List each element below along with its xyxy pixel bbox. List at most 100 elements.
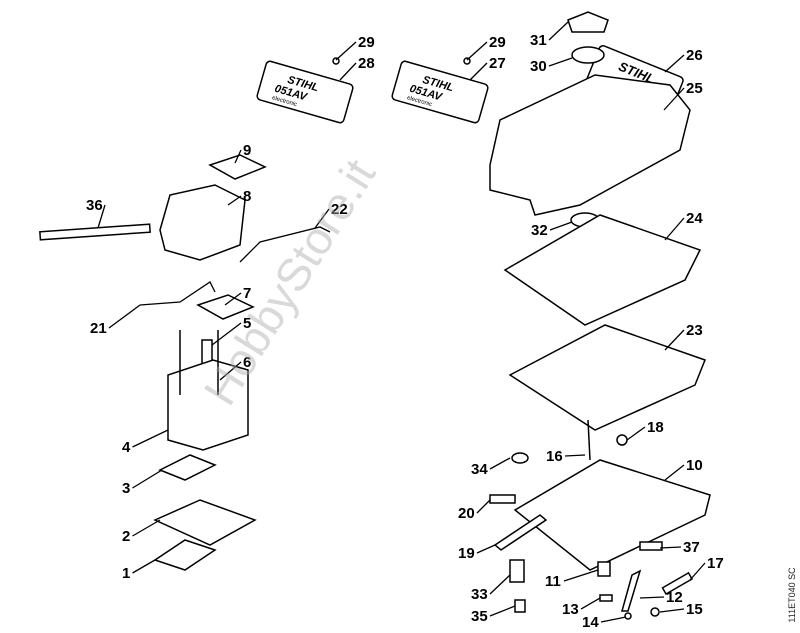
screw-15: [650, 607, 660, 617]
gasket-23: [508, 324, 706, 431]
leader-line-21: [108, 304, 141, 329]
callout-26: 26: [686, 47, 703, 64]
callout-27: 27: [489, 55, 506, 72]
callout-7: 7: [243, 285, 251, 302]
callout-11: 11: [545, 573, 561, 590]
rod-22: [239, 226, 331, 263]
gasket-3: [158, 454, 217, 481]
leader-line-5: [211, 322, 242, 346]
callout-24: 24: [686, 210, 703, 227]
lever-12: [621, 569, 642, 612]
leader-line-3: [132, 469, 163, 489]
leader-line-25: [663, 87, 685, 111]
air-filter-24: [503, 214, 702, 326]
callout-19: 19: [458, 545, 475, 562]
callout-9: 9: [243, 142, 251, 159]
callout-23: 23: [686, 322, 703, 339]
leader-line-34: [489, 457, 511, 470]
rod-21: [139, 281, 216, 306]
callout-6: 6: [243, 354, 251, 371]
leader-line-26: [664, 54, 685, 73]
rod-36: [39, 223, 151, 241]
leader-line-11: [563, 569, 599, 582]
leader-line-20: [476, 499, 491, 514]
plug-35: [514, 599, 526, 613]
leader-line-29: [335, 41, 357, 61]
callout-1: 1: [122, 565, 130, 582]
callout-37: 37: [683, 539, 700, 556]
callout-36: 36: [86, 197, 103, 214]
leader-line-6: [219, 361, 242, 381]
callout-29: 29: [489, 34, 506, 51]
callout-20: 20: [458, 505, 475, 522]
manifold-4: [167, 359, 249, 451]
decal-28: STIHL 051AV electronic: [256, 60, 354, 124]
leader-line-1: [132, 559, 156, 574]
leader-line-2: [132, 519, 161, 537]
callout-30: 30: [530, 58, 547, 75]
leader-line-30: [548, 57, 573, 67]
leader-line-8: [227, 195, 242, 206]
bolt-20: [489, 494, 516, 504]
pin-14: [624, 612, 632, 620]
filler-cap-31: [567, 11, 609, 33]
callout-21: 21: [90, 320, 107, 337]
leader-line-23: [664, 329, 685, 351]
leader-line-19: [476, 544, 496, 554]
callout-17: 17: [707, 555, 724, 572]
leader-line-31: [548, 21, 569, 41]
leader-line-36: [97, 204, 106, 229]
callout-33: 33: [471, 586, 488, 603]
callout-18: 18: [647, 419, 664, 436]
leader-line-22: [314, 208, 330, 229]
leader-line-7: [224, 292, 242, 306]
lever-19: [493, 514, 548, 551]
stud-16: [587, 419, 591, 461]
leader-line-18: [626, 426, 646, 441]
leader-line-29: [466, 41, 488, 61]
callout-13: 13: [562, 601, 579, 618]
leader-line-28: [339, 62, 357, 81]
clip-11: [597, 561, 611, 577]
callout-5: 5: [243, 315, 251, 332]
filter-cover-25: [489, 74, 691, 216]
leader-line-35: [489, 605, 516, 617]
callout-32: 32: [531, 222, 548, 239]
leader-line-13: [580, 597, 601, 610]
callout-10: 10: [686, 457, 703, 474]
base-plate-10: [513, 459, 711, 571]
leader-line-10: [664, 464, 685, 481]
callout-31: 31: [530, 32, 547, 49]
screw-17: [661, 571, 694, 595]
gasket-7: [196, 294, 255, 320]
leader-line-9: [234, 149, 242, 164]
callout-8: 8: [243, 188, 251, 205]
leader-line-27: [469, 62, 488, 81]
nut-34: [511, 452, 529, 464]
leader-line-16: [564, 454, 586, 457]
plate-2: [153, 499, 257, 546]
carburetor-8: [159, 184, 246, 261]
leader-line-24: [664, 217, 685, 241]
callout-14: 14: [582, 614, 599, 631]
leader-line-17: [689, 562, 706, 581]
gasket-1: [153, 539, 217, 571]
callout-28: 28: [358, 55, 375, 72]
gasket-9: [208, 154, 267, 180]
spring-37: [639, 541, 663, 551]
callout-22: 22: [331, 201, 348, 218]
callout-12: 12: [666, 589, 683, 606]
callout-4: 4: [122, 439, 131, 456]
nut-18: [616, 434, 628, 446]
callout-2: 2: [122, 528, 130, 545]
leader-line-37: [659, 546, 682, 549]
leader-line-4: [132, 429, 169, 448]
callout-34: 34: [471, 461, 488, 478]
callout-35: 35: [471, 608, 488, 625]
document-id: 111ET040 SC: [787, 567, 797, 623]
leader-line-32: [549, 221, 573, 231]
callout-25: 25: [686, 80, 703, 97]
callout-29: 29: [358, 34, 375, 51]
